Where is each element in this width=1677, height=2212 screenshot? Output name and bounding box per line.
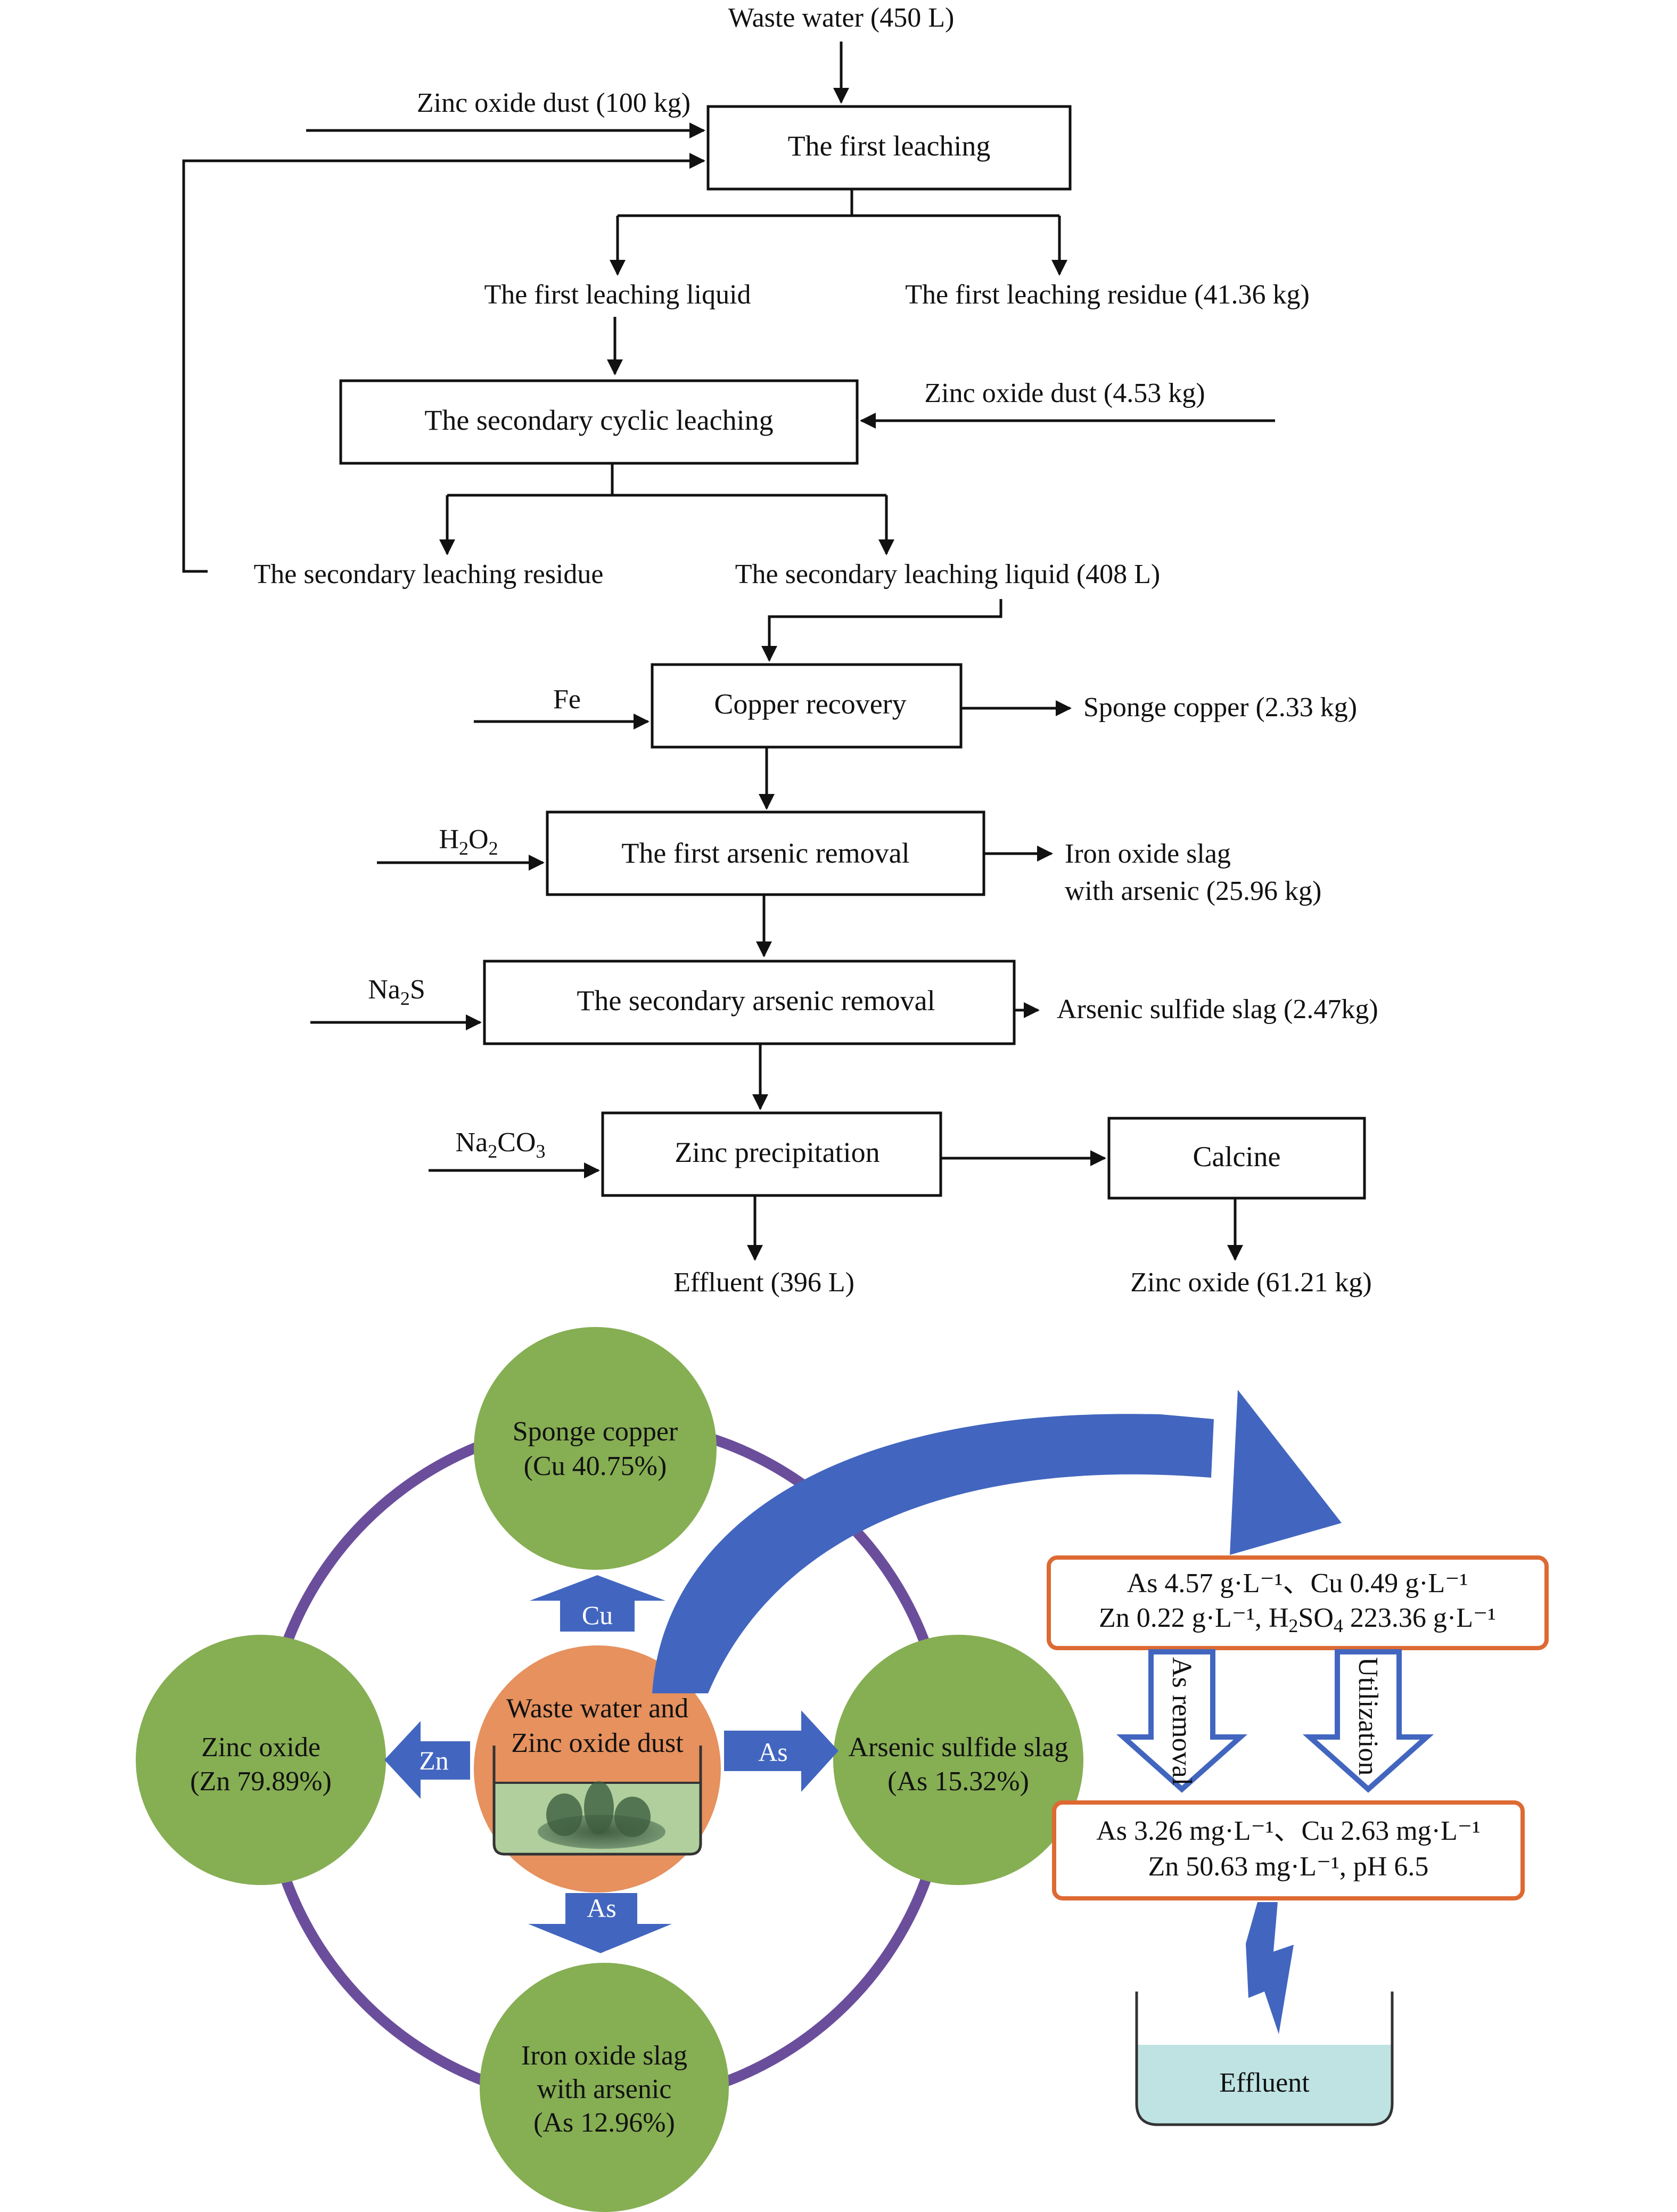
- arrow-zn-left: Zn: [384, 1721, 470, 1799]
- secondary-cyclic-leaching-label: The secondary cyclic leaching: [424, 404, 773, 436]
- first-leaching-box: [706, 105, 1072, 191]
- center-label-2: Zinc oxide dust: [511, 1728, 684, 1758]
- curved-blue-arrow: [652, 1390, 1342, 1693]
- arrow-utilization: Utilization: [1302, 1649, 1434, 1793]
- arrow-as-removal: As removal: [1116, 1649, 1248, 1793]
- zinc-dust-453-label: Zinc oxide dust (4.53 kg): [924, 378, 1205, 408]
- secondary-leaching-liquid-label: The secondary leaching liquid (408 L): [735, 559, 1161, 589]
- iron-oxide-slag-label-2: with arsenic (25.96 kg): [1065, 876, 1321, 906]
- after-line-2: Zn 50.63 mg·L⁻¹, pH 6.5: [1148, 1851, 1429, 1882]
- node-zinc-oxide-label-1: Zinc oxide: [201, 1732, 320, 1763]
- arrow-cu-up: Cu: [530, 1575, 665, 1632]
- node-iron-oxide-label-1: Iron oxide slag: [521, 2041, 687, 2071]
- node-arsenic-sulfide-label-2: (As 15.32%): [887, 1766, 1029, 1797]
- beaker-icon: [492, 1746, 702, 1856]
- first-leaching-liquid-label: The first leaching liquid: [484, 280, 751, 310]
- copper-recovery-label: Copper recovery: [714, 688, 906, 720]
- node-zinc-oxide-label-2: (Zn 79.89%): [190, 1766, 332, 1797]
- flowchart: Waste water (450 L) The first leaching Z…: [182, 3, 1378, 1298]
- effluent-beaker-icon: Effluent: [1135, 1992, 1394, 2126]
- summary-graphic: Waste water and Zinc oxide dust Sponge c…: [136, 1327, 1549, 2212]
- node-iron-oxide-label-3: (As 12.96%): [533, 2108, 675, 2138]
- node-zinc-oxide: [136, 1635, 386, 1885]
- svg-text:As removal: As removal: [1166, 1657, 1197, 1785]
- first-arsenic-removal-label: The first arsenic removal: [621, 837, 909, 869]
- before-line-1: As 4.57 g·L⁻¹、Cu 0.49 g·L⁻¹: [1127, 1568, 1468, 1599]
- fe-label: Fe: [553, 684, 581, 715]
- svg-text:Utilization: Utilization: [1353, 1657, 1383, 1775]
- arsenic-sulfide-slag-label: Arsenic sulfide slag (2.47kg): [1057, 994, 1378, 1025]
- na2s-label: Na2S: [368, 974, 425, 1009]
- copper-recovery-box: [651, 663, 963, 749]
- calcine-label: Calcine: [1193, 1141, 1281, 1173]
- effluent-label: Effluent: [1219, 2068, 1310, 2098]
- secondary-cyclic-leaching-box: [339, 379, 859, 465]
- node-sponge-copper: [474, 1327, 717, 1570]
- arrow-as-right: As: [724, 1710, 838, 1792]
- svg-text:Zn: Zn: [419, 1746, 449, 1775]
- iron-oxide-slag-label-1: Iron oxide slag: [1065, 839, 1231, 869]
- node-arsenic-sulfide-slag: [833, 1635, 1083, 1885]
- after-concentration-box: [1052, 1800, 1525, 1900]
- secondary-arsenic-removal-box: [483, 960, 1016, 1045]
- calcine-box: [1107, 1117, 1366, 1200]
- node-sponge-copper-label-2: (Cu 40.75%): [524, 1451, 667, 1481]
- secondary-leaching-residue-label: The secondary leaching residue: [254, 559, 604, 589]
- lightning-arrow: [1246, 1902, 1294, 2034]
- zinc-dust-100-label: Zinc oxide dust (100 kg): [417, 88, 690, 118]
- svg-text:As: As: [758, 1737, 788, 1767]
- center-label-1: Waste water and: [506, 1693, 688, 1724]
- zinc-precipitation-box: [601, 1111, 942, 1197]
- node-sponge-copper-label-1: Sponge copper: [513, 1416, 678, 1447]
- svg-text:Cu: Cu: [582, 1600, 613, 1630]
- sponge-copper-label: Sponge copper (2.33 kg): [1083, 692, 1357, 723]
- arrow-as-down: As: [528, 1893, 672, 1953]
- effluent-396-label: Effluent (396 L): [673, 1267, 854, 1298]
- node-iron-oxide-slag: [480, 1963, 729, 2212]
- node-arsenic-sulfide-label-1: Arsenic sulfide slag: [848, 1732, 1068, 1763]
- svg-text:As: As: [587, 1893, 616, 1923]
- na2co3-label: Na2CO3: [456, 1127, 546, 1162]
- before-line-2: Zn 0.22 g·L⁻¹, H2SO4 223.36 g·L⁻¹: [1099, 1603, 1496, 1636]
- before-concentration-box: [1047, 1555, 1549, 1650]
- node-iron-oxide-label-2: with arsenic: [537, 2074, 672, 2104]
- residue-recycle-line: [182, 153, 705, 573]
- h2o2-label: H2O2: [439, 824, 498, 859]
- secondary-arsenic-removal-label: The secondary arsenic removal: [577, 985, 935, 1017]
- waste-water-label: Waste water (450 L): [728, 3, 955, 33]
- after-line-1: As 3.26 mg·L⁻¹、Cu 2.63 mg·L⁻¹: [1096, 1816, 1481, 1846]
- first-leaching-residue-label: The first leaching residue (41.36 kg): [905, 280, 1310, 310]
- first-leaching-label: The first leaching: [788, 130, 991, 162]
- zinc-oxide-61-label: Zinc oxide (61.21 kg): [1130, 1267, 1371, 1298]
- first-arsenic-removal-box: [546, 810, 985, 896]
- zinc-precipitation-label: Zinc precipitation: [675, 1136, 879, 1168]
